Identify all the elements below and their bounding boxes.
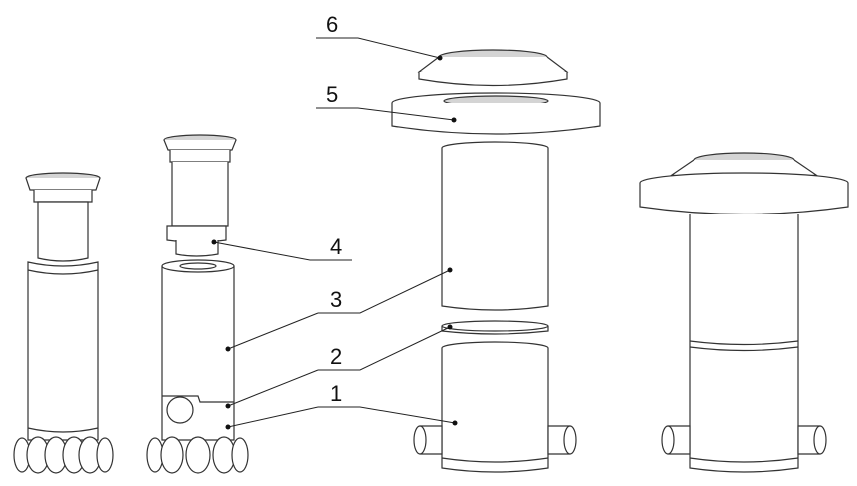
callout-3: 3 <box>330 287 342 312</box>
c-part2-ring-edge <box>441 326 549 335</box>
b-cap-bevel <box>163 139 237 151</box>
callout-leaders <box>211 37 458 430</box>
d-tube-joint-2 <box>689 346 799 352</box>
left-upper-tube <box>37 201 89 262</box>
left-tube-band <box>27 269 99 275</box>
left-lower-tube <box>27 261 99 441</box>
callout-5: 5 <box>326 82 338 107</box>
assembly-exploded-a <box>146 134 249 474</box>
b-feet <box>146 436 249 474</box>
b-side-port <box>166 396 194 424</box>
b-main-tube-bore <box>179 262 217 270</box>
d-feet <box>661 425 827 455</box>
c-part6-rim <box>418 72 568 87</box>
c-part1-body <box>441 348 549 473</box>
c-feet <box>413 425 577 455</box>
d-flange-body <box>639 183 849 216</box>
callout-1: 1 <box>330 381 342 406</box>
callout-4: 4 <box>330 234 342 259</box>
c-part1-foot-line <box>441 457 549 463</box>
b-upper-tube <box>171 162 229 227</box>
b-cap-base <box>169 150 231 163</box>
callout-6: 6 <box>326 12 338 37</box>
c-part2-ring <box>441 320 549 332</box>
b-part4-ring-top <box>166 225 227 243</box>
c-part3-body <box>441 148 549 311</box>
left-tube-foot-line <box>27 427 99 433</box>
d-tube <box>689 214 799 473</box>
callout-2: 2 <box>330 344 342 369</box>
left-feet <box>13 436 114 474</box>
left-cap-bevel <box>25 177 101 191</box>
assembly-right <box>639 152 849 473</box>
assembly-exploded-b <box>391 49 601 473</box>
left-cap-base <box>33 190 93 203</box>
assembly-left <box>13 172 114 474</box>
d-tube-joint-1 <box>689 340 799 346</box>
c-part5-body <box>391 103 601 135</box>
b-part4-ring-bottom <box>175 240 219 257</box>
b-part2-step <box>162 395 234 403</box>
d-tube-foot-line <box>689 457 799 463</box>
callout-labels: 6 5 4 3 2 1 <box>326 12 342 406</box>
b-main-tube-top <box>161 259 235 273</box>
